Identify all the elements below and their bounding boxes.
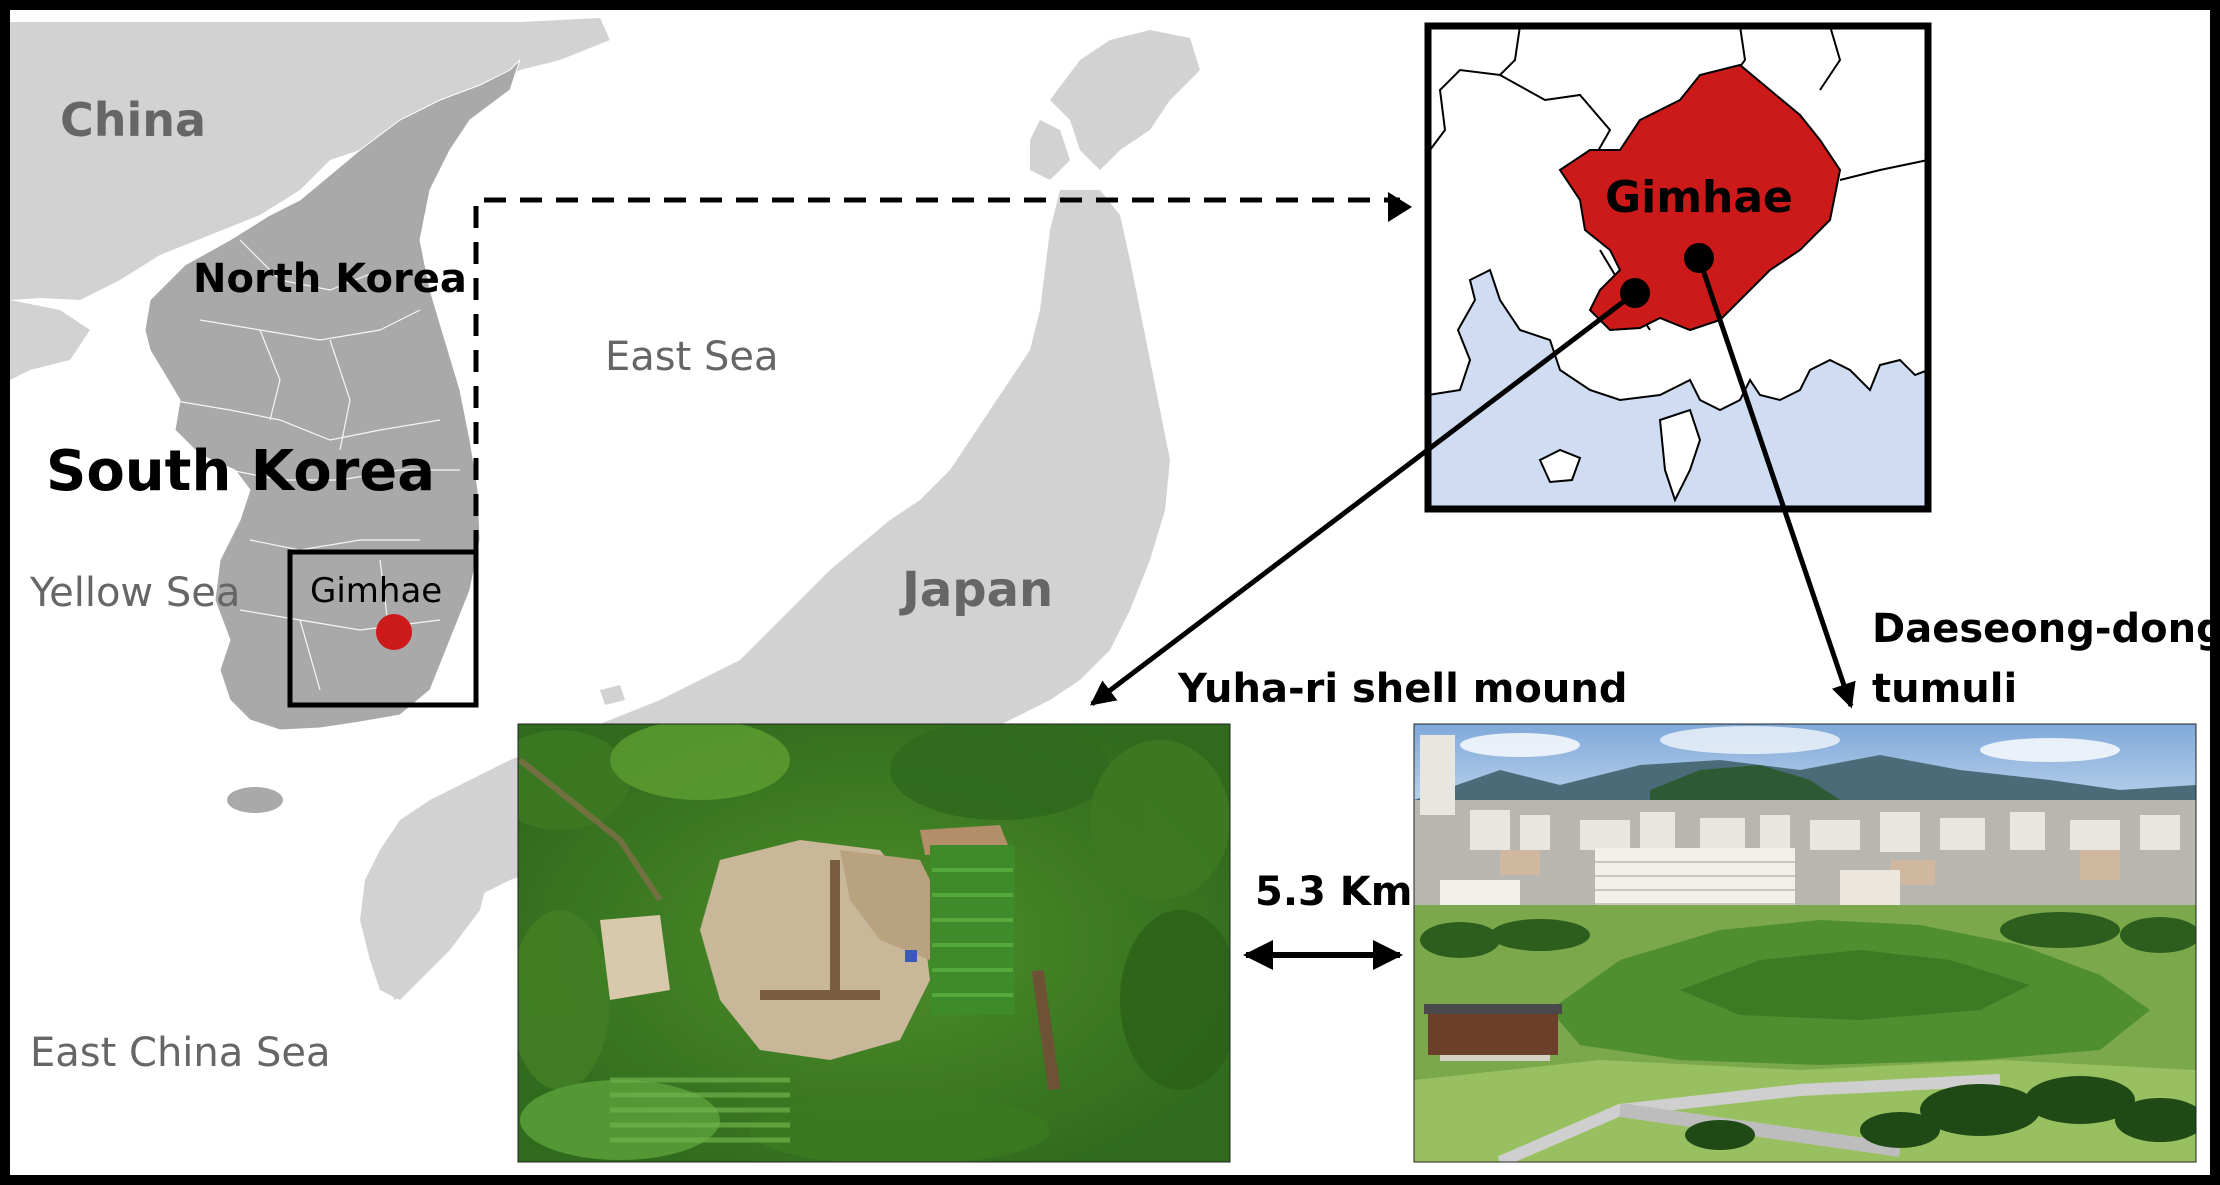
daeseong-dong-photo	[1414, 724, 2196, 1162]
japan-north-island	[1030, 120, 1070, 180]
daeseong-site-label-line2: tumuli	[1872, 666, 2017, 712]
gimhae-marker	[376, 614, 412, 650]
china-landmass	[10, 18, 610, 300]
jeju-island	[227, 787, 283, 813]
daeseong-photo-border	[1413, 723, 2197, 1163]
gimhae-region	[1558, 63, 1842, 332]
inset-gimhae-label: Gimhae	[1605, 172, 1793, 223]
yuha-site-label: Yuha-ri shell mound	[1177, 666, 1627, 712]
east-sea-label: East Sea	[605, 334, 779, 380]
yuha-photo-border	[517, 723, 1231, 1163]
yellow-sea-label: Yellow Sea	[29, 570, 240, 616]
inset-island-2	[1658, 408, 1702, 503]
arrow-to-daeseong-photo	[1696, 257, 1856, 709]
japan-kyushu	[360, 830, 490, 1000]
inset-sea	[1428, 268, 1928, 509]
china-coast-small	[10, 300, 90, 380]
gimhae-locator-box	[287, 549, 479, 708]
south-korea-label: South Korea	[46, 439, 435, 504]
inset-island-1	[1538, 448, 1582, 484]
distance-label: 5.3 Km	[1255, 869, 1412, 915]
japan-label: Japan	[899, 562, 1053, 618]
east-china-sea-label: East China Sea	[30, 1030, 331, 1076]
province-lines	[169, 239, 460, 691]
dashed-connector-arrowhead	[1388, 192, 1412, 222]
japan-landmass	[1050, 30, 1200, 170]
north-korea-label: North Korea	[193, 256, 467, 302]
daeseong-site-label-line1: Daeseong-dong	[1872, 606, 2220, 652]
gimhae-locator-label: Gimhae	[310, 571, 442, 611]
dashed-connector	[473, 197, 1400, 552]
yuha-ri-aerial-photo	[518, 724, 1230, 1162]
arrow-to-yuha-photo	[1090, 291, 1637, 706]
gimhae-inset-map: Gimhae	[1424, 22, 1932, 513]
inset-border	[1424, 22, 1932, 513]
china-label: China	[60, 93, 206, 147]
